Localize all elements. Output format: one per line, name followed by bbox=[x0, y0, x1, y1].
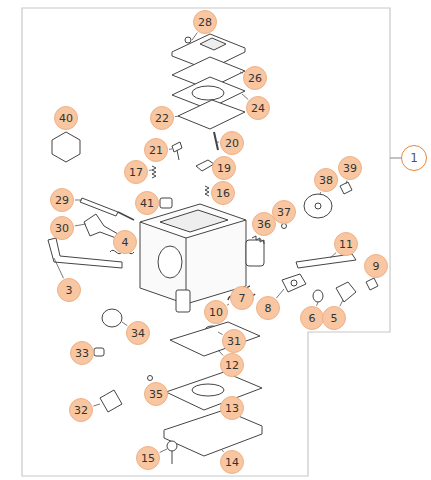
leader-line bbox=[340, 300, 343, 306]
leader-line bbox=[217, 142, 219, 143]
leader-line bbox=[346, 181, 348, 184]
assembly-callout: 1 bbox=[401, 145, 427, 171]
callout-number: 17 bbox=[124, 160, 148, 184]
leader-line bbox=[218, 350, 223, 355]
callout-text: 31 bbox=[227, 336, 241, 347]
leader-line bbox=[320, 192, 322, 194]
leader-line bbox=[317, 302, 318, 306]
callout-text: 4 bbox=[122, 237, 129, 248]
leader-line bbox=[75, 224, 86, 226]
callout-text: 30 bbox=[55, 223, 69, 234]
callout-text: 24 bbox=[251, 103, 265, 114]
leader-line bbox=[218, 332, 223, 335]
callout-text: 19 bbox=[217, 163, 231, 174]
leader-line bbox=[54, 258, 63, 278]
callout-number: 5 bbox=[322, 306, 346, 330]
callout-text: 15 bbox=[141, 453, 155, 464]
callout-number: 20 bbox=[220, 131, 244, 155]
assembly-frame bbox=[22, 8, 403, 476]
callout-number: 15 bbox=[136, 446, 160, 470]
leader-line bbox=[75, 200, 82, 201]
callout-number: 31 bbox=[222, 329, 246, 353]
callout-text: 28 bbox=[198, 17, 212, 28]
callout-text: 40 bbox=[59, 113, 73, 124]
callout-text: 36 bbox=[257, 219, 271, 230]
callout-number: 13 bbox=[220, 396, 244, 420]
callout-number: 29 bbox=[50, 188, 74, 212]
callout-text: 20 bbox=[225, 138, 239, 149]
callout-text: 32 bbox=[74, 405, 88, 416]
callout-text: 34 bbox=[131, 328, 145, 339]
leader-line bbox=[330, 253, 336, 258]
callout-text: 13 bbox=[225, 403, 239, 414]
callout-text: 17 bbox=[129, 167, 143, 178]
callout-number: 28 bbox=[193, 10, 217, 34]
callout-number: 40 bbox=[54, 106, 78, 130]
callout-number: 38 bbox=[314, 168, 338, 192]
callout-number: 41 bbox=[135, 191, 159, 215]
callout-text: 33 bbox=[75, 348, 89, 359]
leader-line bbox=[122, 322, 127, 326]
callout-text: 26 bbox=[248, 73, 262, 84]
callout-number: 21 bbox=[144, 138, 168, 162]
callout-number: 12 bbox=[220, 353, 244, 377]
callout-number: 9 bbox=[364, 254, 388, 278]
leader-line bbox=[160, 449, 167, 452]
callout-text: 3 bbox=[66, 285, 73, 296]
callout-number: 11 bbox=[334, 232, 358, 256]
callout-text: 35 bbox=[149, 389, 163, 400]
callout-text: 5 bbox=[331, 313, 338, 324]
callout-text: 10 bbox=[209, 307, 223, 318]
callout-text: 14 bbox=[225, 457, 239, 468]
leader-line bbox=[175, 116, 180, 118]
callout-number: 8 bbox=[256, 296, 280, 320]
callout-text: 1 bbox=[410, 152, 418, 164]
callout-number: 34 bbox=[126, 321, 150, 345]
callout-number: 26 bbox=[243, 66, 267, 90]
callout-text: 9 bbox=[373, 261, 380, 272]
leader-line bbox=[149, 170, 152, 171]
callout-text: 21 bbox=[149, 145, 163, 156]
leader-line bbox=[169, 149, 172, 150]
callout-text: 12 bbox=[225, 360, 239, 371]
callout-text: 41 bbox=[140, 198, 154, 209]
callout-number: 19 bbox=[212, 156, 236, 180]
leader-line bbox=[242, 94, 248, 99]
callout-text: 39 bbox=[343, 163, 357, 174]
leader-line bbox=[93, 404, 100, 406]
leader-lines bbox=[54, 33, 347, 453]
callout-text: 22 bbox=[155, 113, 169, 124]
callout-number: 22 bbox=[150, 106, 174, 130]
callout-text: 38 bbox=[319, 175, 333, 186]
callout-number: 32 bbox=[69, 398, 93, 422]
callout-text: 11 bbox=[339, 239, 353, 250]
callout-number: 16 bbox=[211, 181, 235, 205]
callout-number: 39 bbox=[338, 156, 362, 180]
callout-text: 8 bbox=[265, 303, 272, 314]
callout-number: 10 bbox=[204, 300, 228, 324]
callout-number: 33 bbox=[70, 341, 94, 365]
callout-text: 37 bbox=[277, 207, 291, 218]
leader-line bbox=[192, 33, 197, 40]
callout-number: 3 bbox=[57, 278, 81, 302]
leader-line bbox=[240, 72, 243, 73]
callout-number: 14 bbox=[220, 450, 244, 474]
callout-number: 4 bbox=[113, 230, 137, 254]
carburetor-parts bbox=[48, 34, 378, 464]
callout-text: 16 bbox=[216, 188, 230, 199]
callout-number: 30 bbox=[50, 216, 74, 240]
callout-text: 7 bbox=[239, 293, 246, 304]
callout-text: 6 bbox=[309, 313, 316, 324]
callout-number: 24 bbox=[246, 96, 270, 120]
callout-number: 36 bbox=[252, 212, 276, 236]
callout-number: 35 bbox=[144, 382, 168, 406]
leader-line bbox=[227, 304, 229, 305]
callout-number: 6 bbox=[300, 306, 324, 330]
callout-text: 29 bbox=[55, 195, 69, 206]
callout-number: 7 bbox=[230, 286, 254, 310]
leader-line bbox=[276, 289, 284, 298]
